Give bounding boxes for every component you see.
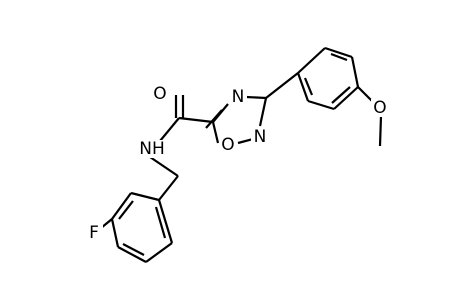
atom-label-bg bbox=[85, 224, 103, 242]
ring3-e bbox=[145, 242, 173, 263]
nh-to-ch2 bbox=[149, 156, 179, 177]
ring3-b bbox=[111, 192, 132, 220]
methoxy-oxygen-label: O bbox=[373, 98, 386, 118]
atom-label-group: O NH N O N F O bbox=[85, 84, 389, 243]
amide-carbon-to-nh bbox=[159, 117, 180, 142]
atom-label-bg bbox=[219, 136, 237, 154]
c3-to-n2 bbox=[258, 97, 268, 127]
aryl-to-methoxy-o bbox=[357, 86, 373, 102]
atom-label-bg bbox=[136, 140, 168, 158]
atom-label-bg bbox=[151, 85, 169, 103]
c3-to-phenyl bbox=[265, 72, 299, 99]
ring3-c bbox=[110, 218, 120, 248]
fluorine-label: F bbox=[89, 223, 99, 243]
ring-oxygen-o1-label: O bbox=[221, 135, 234, 155]
ring-nitrogen-n2-label: N bbox=[254, 127, 267, 147]
ring3-f bbox=[157, 199, 174, 244]
ring2-inner-a bbox=[330, 52, 348, 62]
ring3-inner-a bbox=[118, 200, 134, 220]
ring2-d bbox=[333, 86, 359, 110]
amide-carbon-to-ring bbox=[178, 116, 214, 124]
atom-label-bg bbox=[229, 88, 247, 106]
ring2-c bbox=[350, 56, 360, 88]
ring3-inner-c bbox=[154, 206, 167, 239]
o1-to-c5 bbox=[211, 121, 220, 144]
amide-nh-label: NH bbox=[139, 139, 165, 159]
ring2-b bbox=[324, 46, 353, 59]
ring2-inner-b bbox=[331, 86, 351, 104]
bond-group bbox=[100, 46, 383, 263]
atom-label-bg bbox=[251, 128, 269, 146]
methoxy-o-to-methyl bbox=[378, 115, 383, 147]
c5-n4-double bbox=[205, 109, 223, 129]
ring3-d bbox=[117, 246, 147, 263]
ring3-a bbox=[130, 191, 160, 202]
n4-to-c3 bbox=[245, 95, 267, 100]
ring2-f bbox=[296, 72, 310, 102]
ring2-a bbox=[297, 47, 326, 74]
ring2-e bbox=[307, 99, 335, 111]
carbonyl-oxygen-label: O bbox=[153, 84, 166, 104]
ring-nitrogen-n4-label: N bbox=[232, 87, 245, 107]
ring2-inner-c bbox=[303, 77, 314, 96]
atom-label-bg bbox=[371, 99, 389, 117]
ch2-to-aryl bbox=[158, 175, 179, 201]
ring3-inner-b bbox=[122, 243, 145, 256]
